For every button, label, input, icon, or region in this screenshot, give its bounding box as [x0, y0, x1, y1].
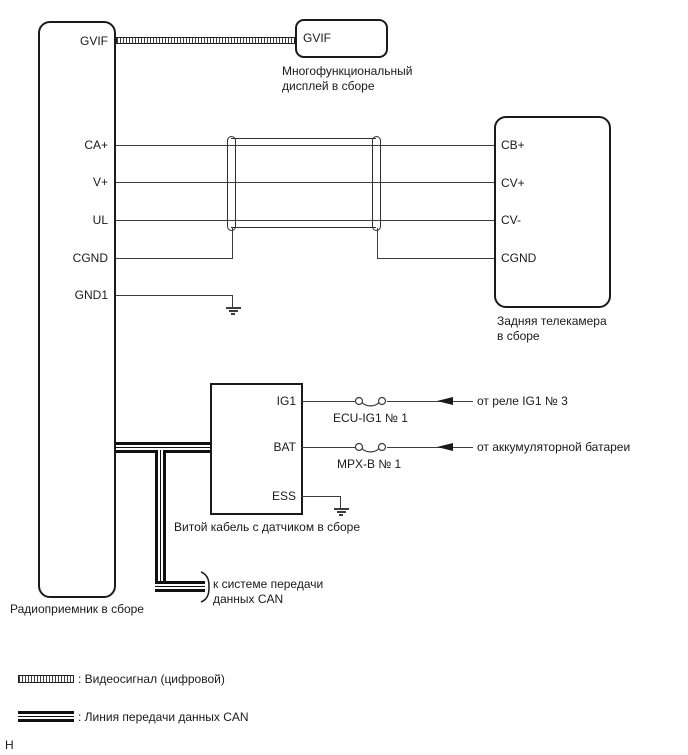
shield-bottom-line	[231, 227, 376, 228]
wire-bat-a	[302, 447, 355, 448]
display-box	[295, 19, 388, 58]
can-destination-label: к системе передачи данных CAN	[213, 577, 324, 606]
camera-pin-cvminus: CV-	[501, 213, 522, 227]
shield-drain-left	[232, 228, 233, 258]
legend-video-swatch	[18, 675, 74, 683]
legend-can-swatch	[18, 711, 74, 722]
rear-camera-label: Задняя телекамера в сборе	[497, 314, 607, 343]
ground-icon	[225, 307, 241, 316]
wire-ca-cb	[116, 145, 494, 146]
twisted-cable-label: Витой кабель с датчиком в сборе	[174, 520, 361, 534]
fuse-label-ecu-ig1: ECU-IG1 № 1	[333, 411, 408, 425]
video-signal-line	[116, 37, 295, 44]
wire-cgnd-left	[116, 258, 233, 259]
radio-pin-cgnd: CGND	[72, 251, 108, 265]
wire-gnd1	[116, 295, 233, 296]
can-branch-vertical	[155, 450, 166, 592]
ground-icon-ess	[333, 508, 349, 517]
camera-pin-cgnd: CGND	[501, 251, 537, 265]
display-pin-gvif: GVIF	[303, 31, 332, 45]
source-label-ig1: от реле IG1 № 3	[477, 394, 568, 408]
source-label-bat: от аккумуляторной батареи	[477, 440, 631, 454]
wire-ess-drop	[340, 496, 341, 508]
radio-pin-v: V+	[92, 175, 108, 189]
wire-ul-cvminus	[116, 220, 494, 221]
twisted-cable-box	[210, 383, 303, 515]
fuse-icon-mpx-b	[354, 442, 387, 453]
wire-v-cv	[116, 182, 494, 183]
can-bus-horizontal	[115, 442, 210, 453]
camera-pin-cb: CB+	[501, 138, 525, 152]
wire-cgnd-right	[377, 258, 494, 259]
legend-video-label: : Видеосигнал (цифровой)	[78, 672, 225, 686]
radio-receiver-box	[38, 21, 116, 598]
shield-right-cap	[372, 136, 381, 231]
radio-receiver-label: Радиоприемник в сборе	[10, 602, 144, 616]
arrow-left-icon-bat	[437, 443, 453, 451]
wire-bat-b	[387, 447, 473, 448]
cable-pin-bat: BAT	[273, 440, 296, 454]
radio-pin-gnd1: GND1	[74, 288, 108, 302]
fuse-label-mpx-b: MPX-B № 1	[337, 457, 402, 471]
rear-camera-box	[494, 116, 611, 308]
wire-ig1-a	[302, 401, 355, 402]
page-marker: H	[5, 738, 14, 752]
shield-top-line	[231, 138, 376, 139]
display-label: Многофункциональный дисплей в сборе	[282, 64, 413, 93]
wire-ess	[302, 496, 340, 497]
wire-gnd1-drop	[232, 295, 233, 307]
can-branch-bottom	[155, 581, 205, 592]
shield-left-cap	[227, 136, 236, 231]
shield-drain-right	[377, 228, 378, 258]
radio-pin-ca: CA+	[84, 138, 108, 152]
can-offpage-brace-icon	[200, 571, 210, 603]
fuse-icon-ecu-ig1	[354, 396, 387, 407]
radio-pin-ul: UL	[92, 213, 108, 227]
cable-pin-ess: ESS	[271, 489, 296, 503]
legend-can-label: : Линия передачи данных CAN	[78, 710, 249, 724]
camera-pin-cvplus: CV+	[501, 176, 525, 190]
wire-ig1-b	[387, 401, 473, 402]
arrow-left-icon-ig1	[437, 397, 453, 405]
radio-pin-gvif: GVIF	[79, 34, 108, 48]
cable-pin-ig1: IG1	[276, 394, 296, 408]
